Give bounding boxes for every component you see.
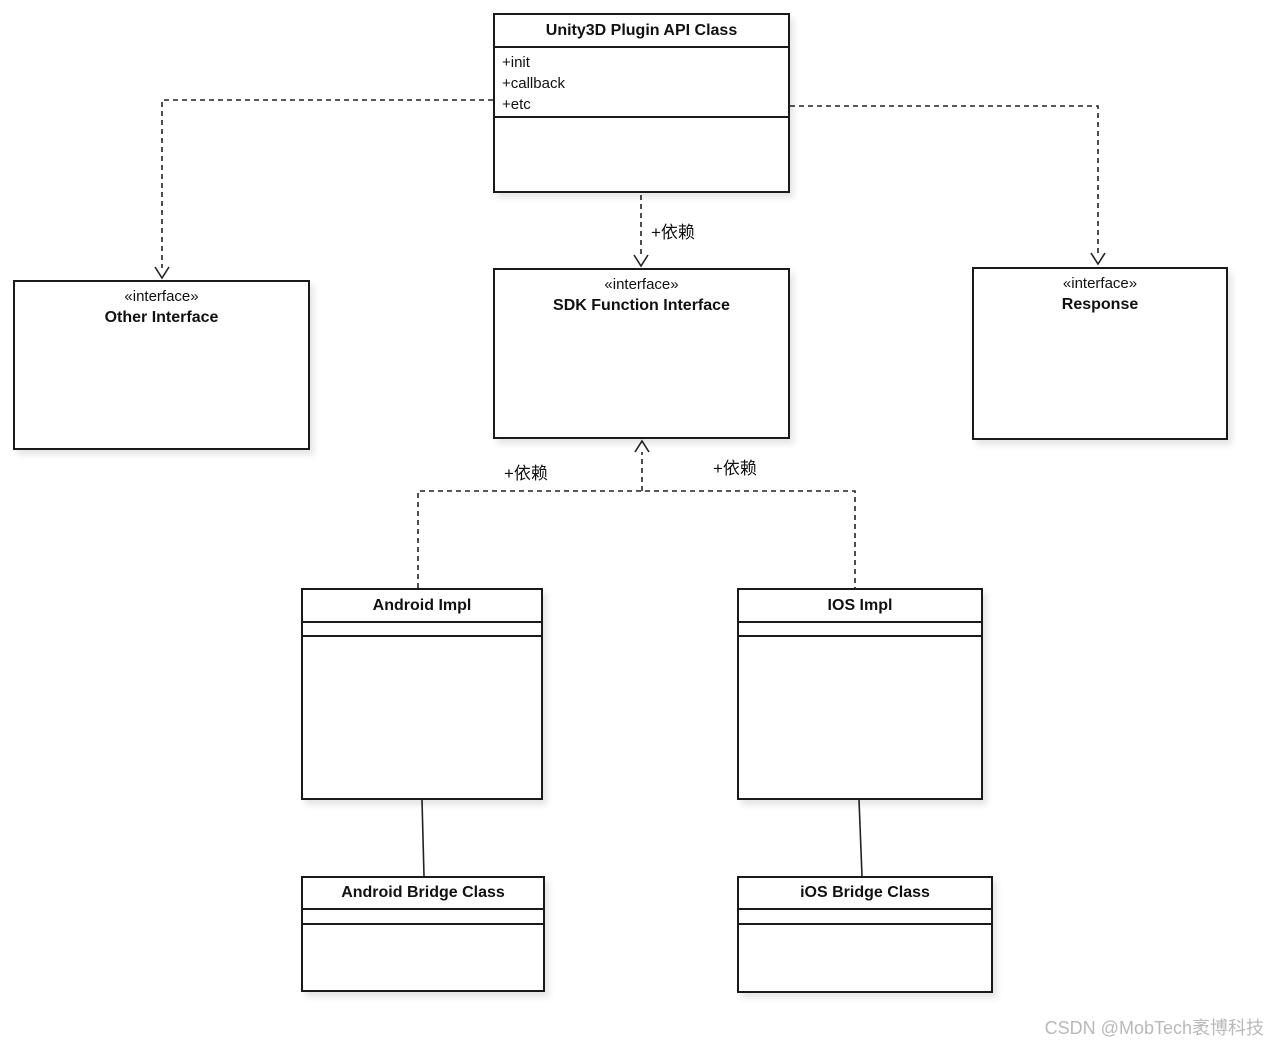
- attribute-init: +init: [502, 54, 530, 71]
- attributes-compartment-android-bridge: [303, 910, 543, 923]
- compartment-divider: [303, 908, 543, 910]
- attributes-compartment-ios-impl: [739, 623, 981, 635]
- class-title-android-bridge: Android Bridge Class: [341, 884, 505, 901]
- arrowhead-unity-to-sdk: [633, 254, 649, 268]
- edge-label-unity-to-sdk: +依赖: [651, 223, 695, 242]
- interface-box-sdk-function: «interface» SDK Function Interface: [493, 268, 790, 439]
- compartment-divider: [739, 923, 991, 925]
- compartment-divider: [739, 621, 981, 623]
- compartment-divider: [303, 635, 541, 637]
- class-box-android-impl: Android Impl: [301, 588, 543, 800]
- compartment-divider: [739, 635, 981, 637]
- attribute-etc: +etc: [502, 96, 531, 113]
- attribute-callback: +callback: [502, 75, 565, 92]
- edge-label-ios-to-sdk: +依赖: [713, 459, 757, 478]
- arrowhead-impls-to-sdk: [634, 439, 650, 453]
- stereotype-label: «interface»: [604, 276, 679, 293]
- class-title-ios-bridge: iOS Bridge Class: [800, 884, 930, 901]
- compartment-divider: [303, 621, 541, 623]
- compartment-divider: [303, 923, 543, 925]
- class-box-unity-api: Unity3D Plugin API Class +init +callback…: [493, 13, 790, 193]
- compartment-divider: [495, 46, 788, 48]
- attributes-compartment-android-impl: [303, 623, 541, 635]
- csdn-watermark: CSDN @MobTech袤博科技: [1044, 1018, 1264, 1038]
- edge-unity-to-response: [790, 105, 1099, 254]
- attributes-compartment-unity-api: +init +callback +etc: [495, 48, 788, 116]
- attributes-compartment-ios-bridge: [739, 910, 991, 923]
- interface-box-other-interface: «interface» Other Interface: [13, 280, 310, 450]
- arrowhead-unity-to-other-interface: [154, 266, 170, 280]
- class-box-ios-impl: IOS Impl: [737, 588, 983, 800]
- interface-box-response: «interface» Response: [972, 267, 1228, 440]
- class-box-android-bridge: Android Bridge Class: [301, 876, 545, 992]
- compartment-divider: [739, 908, 991, 910]
- stereotype-label: «interface»: [124, 288, 199, 305]
- edge-impls-trunk: [417, 490, 856, 588]
- interface-title-sdk-function: SDK Function Interface: [553, 297, 730, 314]
- arrowhead-unity-to-response: [1090, 252, 1106, 266]
- class-title-ios-impl: IOS Impl: [827, 597, 893, 614]
- class-title-android-impl: Android Impl: [372, 597, 472, 614]
- interface-title-response: Response: [1061, 296, 1139, 313]
- edge-label-android-to-sdk: +依赖: [504, 464, 548, 483]
- interface-title-other-interface: Other Interface: [104, 309, 219, 326]
- edge-iosimpl-to-bridge: [858, 799, 863, 877]
- edge-androidimpl-to-bridge: [421, 799, 425, 877]
- stereotype-label: «interface»: [1062, 275, 1138, 292]
- compartment-divider: [495, 116, 788, 118]
- class-title-unity-api: Unity3D Plugin API Class: [545, 22, 738, 39]
- class-box-ios-bridge: iOS Bridge Class: [737, 876, 993, 993]
- edge-unity-to-other-interface: [161, 99, 493, 268]
